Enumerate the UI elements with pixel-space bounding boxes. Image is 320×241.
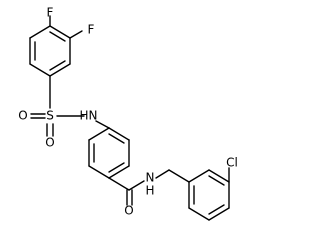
atom-h-amide: H bbox=[145, 184, 154, 198]
benzamide-ring bbox=[88, 127, 130, 179]
atom-cl: Cl bbox=[226, 156, 238, 170]
sulfonyl-bonds bbox=[30, 113, 85, 137]
bond-n-ring bbox=[95, 120, 110, 129]
difluorophenyl-ring bbox=[29, 25, 71, 77]
bond-carbonyl-n bbox=[128, 180, 145, 191]
atom-n-amide: N bbox=[146, 171, 155, 185]
bond-ch2-ring bbox=[168, 169, 190, 183]
structure-drawing: F F O S O N H Cl O N H bbox=[18, 6, 238, 221]
bond-n-ch2 bbox=[155, 169, 170, 179]
bond-ring-carbonyl bbox=[108, 177, 130, 191]
molecule-diagram: F F O S O N H Cl O N H bbox=[18, 6, 238, 221]
carbonyl-double-bond bbox=[126, 189, 133, 206]
atom-n-sulfonamide: N bbox=[89, 109, 98, 123]
chlorophenyl-ring bbox=[188, 169, 230, 221]
atom-o1: O bbox=[18, 109, 27, 123]
atom-s: S bbox=[46, 109, 54, 123]
atom-o-carbonyl: O bbox=[124, 204, 133, 218]
atom-f2: F bbox=[88, 23, 95, 37]
atom-h-sulfonamide: H bbox=[79, 109, 88, 123]
atom-o2: O bbox=[45, 136, 54, 150]
bond-c-f2 bbox=[69, 30, 83, 39]
atom-f1: F bbox=[47, 6, 54, 20]
